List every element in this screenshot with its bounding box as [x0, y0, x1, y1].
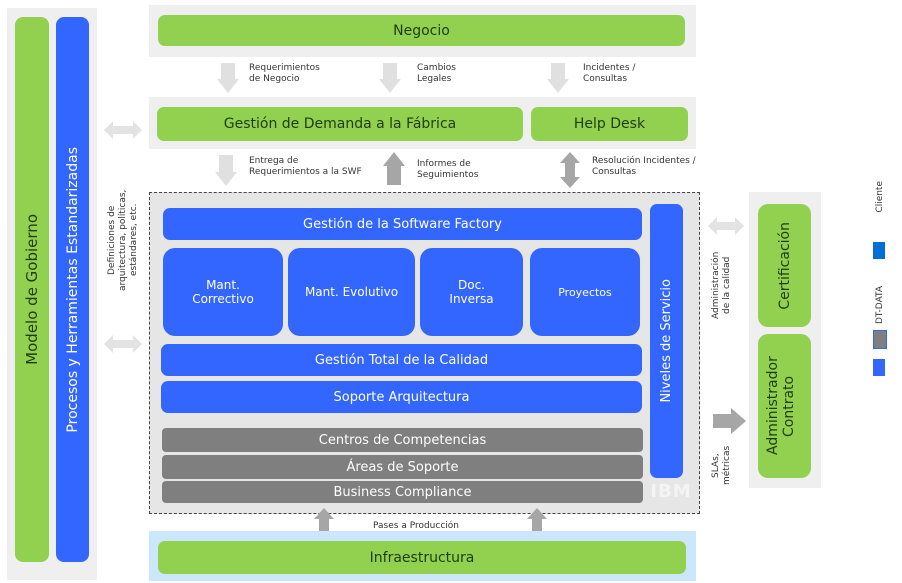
- sla-label: SLAs, métricas: [711, 445, 732, 485]
- service-label: Mant. Evolutivo: [304, 285, 399, 299]
- infra-label: Infraestructura: [369, 549, 475, 566]
- infra-box: Infraestructura: [158, 541, 686, 574]
- legend-client-label: Cliente: [875, 181, 885, 213]
- arrow-down-icon: [547, 63, 569, 93]
- support-layer-label: Áreas de Soporte: [346, 459, 459, 475]
- arrow-updown-icon: [560, 152, 580, 188]
- business-box: Negocio: [158, 15, 685, 46]
- processes-tools-box: Procesos y Herramientas Estandarizadas: [56, 17, 89, 562]
- service-label: Proyectos: [558, 285, 612, 299]
- processes-tools-label: Procesos y Herramientas Estandarizadas: [64, 146, 81, 433]
- arrow-down-icon: [217, 63, 239, 93]
- governance-model-box: Modelo de Gobierno: [15, 17, 49, 562]
- contract-admin-label: Administrador Contrato: [764, 356, 797, 456]
- legend-dtdata-blue-swatch: [873, 359, 885, 376]
- ibm-watermark: IBM: [650, 481, 692, 502]
- service-levels-box: Niveles de Servicio: [650, 204, 683, 478]
- service-label: Doc. Inversa: [449, 278, 494, 306]
- factory-management-label: Gestión de la Software Factory: [303, 216, 502, 232]
- support-layer-box: Áreas de Soporte: [162, 455, 643, 479]
- certification-box: Certificación: [758, 204, 811, 327]
- service-box: Proyectos: [530, 248, 640, 336]
- left-arrow-top-icon: [104, 121, 142, 139]
- contract-admin-box: Administrador Contrato: [758, 334, 811, 478]
- legend-dtdata-label-wrap: DT-DATA: [866, 275, 894, 335]
- sla-label-wrap: SLAs, métricas: [704, 440, 744, 490]
- legend-dtdata-gray-swatch: [873, 330, 887, 349]
- business-label: Negocio: [393, 22, 450, 39]
- arrow-up-icon: [383, 152, 405, 185]
- legend-client-label-wrap: Cliente: [866, 172, 894, 222]
- support-layer-box: Business Compliance: [162, 481, 643, 503]
- quality-management-box: Gestión Total de la Calidad: [161, 344, 642, 376]
- support-layer-label: Centros de Competencias: [318, 432, 487, 448]
- legend-client-swatch: [873, 242, 885, 259]
- certification-label: Certificación: [776, 221, 793, 310]
- governance-model-label: Modelo de Gobierno: [23, 214, 41, 365]
- quality-admin-arrow-icon: [708, 217, 744, 235]
- service-levels-label: Niveles de Servicio: [659, 279, 674, 403]
- arrow-down-icon: [215, 155, 237, 186]
- service-label: Mant. Correctivo: [192, 278, 254, 306]
- left-arrow-bottom-icon: [104, 335, 142, 353]
- production-flow-label: Pases a Producción: [373, 521, 459, 531]
- quality-admin-label-wrap: Administración de la calidad: [704, 240, 744, 330]
- definitions-label-wrap: Definiciones de arquitectura, políticas,…: [100, 150, 150, 330]
- service-box: Mant. Evolutivo: [288, 248, 415, 336]
- demand-box: Gestión de Demanda a la Fábrica: [157, 107, 523, 141]
- legend-dtdata-label: DT-DATA: [875, 285, 885, 325]
- sla-arrow-icon: [713, 408, 746, 434]
- architecture-support-box: Soporte Arquitectura: [161, 381, 642, 413]
- support-layer-box: Centros de Competencias: [162, 428, 643, 452]
- factory-management-box: Gestión de la Software Factory: [163, 208, 642, 240]
- architecture-support-label: Soporte Arquitectura: [333, 389, 470, 405]
- flow-label-delivery: Entrega de Requerimientos a la SWF: [249, 156, 362, 177]
- flow-label-legal: Cambios Legales: [417, 63, 456, 84]
- flow-label-resolution: Resolución Incidentes / Consultas: [592, 156, 696, 177]
- helpdesk-label: Help Desk: [573, 116, 646, 132]
- flow-label-incidents: Incidentes / Consultas: [583, 63, 636, 84]
- helpdesk-box: Help Desk: [531, 107, 688, 141]
- quality-admin-label: Administración de la calidad: [711, 251, 732, 319]
- demand-label: Gestión de Demanda a la Fábrica: [223, 116, 457, 132]
- service-box: Doc. Inversa: [420, 248, 523, 336]
- support-layer-label: Business Compliance: [333, 484, 472, 500]
- quality-management-label: Gestión Total de la Calidad: [314, 352, 489, 368]
- flow-label-requirements: Requerimientos de Negocio: [249, 63, 320, 84]
- definitions-label: Definiciones de arquitectura, políticas,…: [107, 189, 139, 291]
- service-box: Mant. Correctivo: [163, 248, 283, 336]
- arrow-down-icon: [379, 63, 401, 93]
- flow-label-reports: Informes de Seguimientos: [417, 159, 479, 180]
